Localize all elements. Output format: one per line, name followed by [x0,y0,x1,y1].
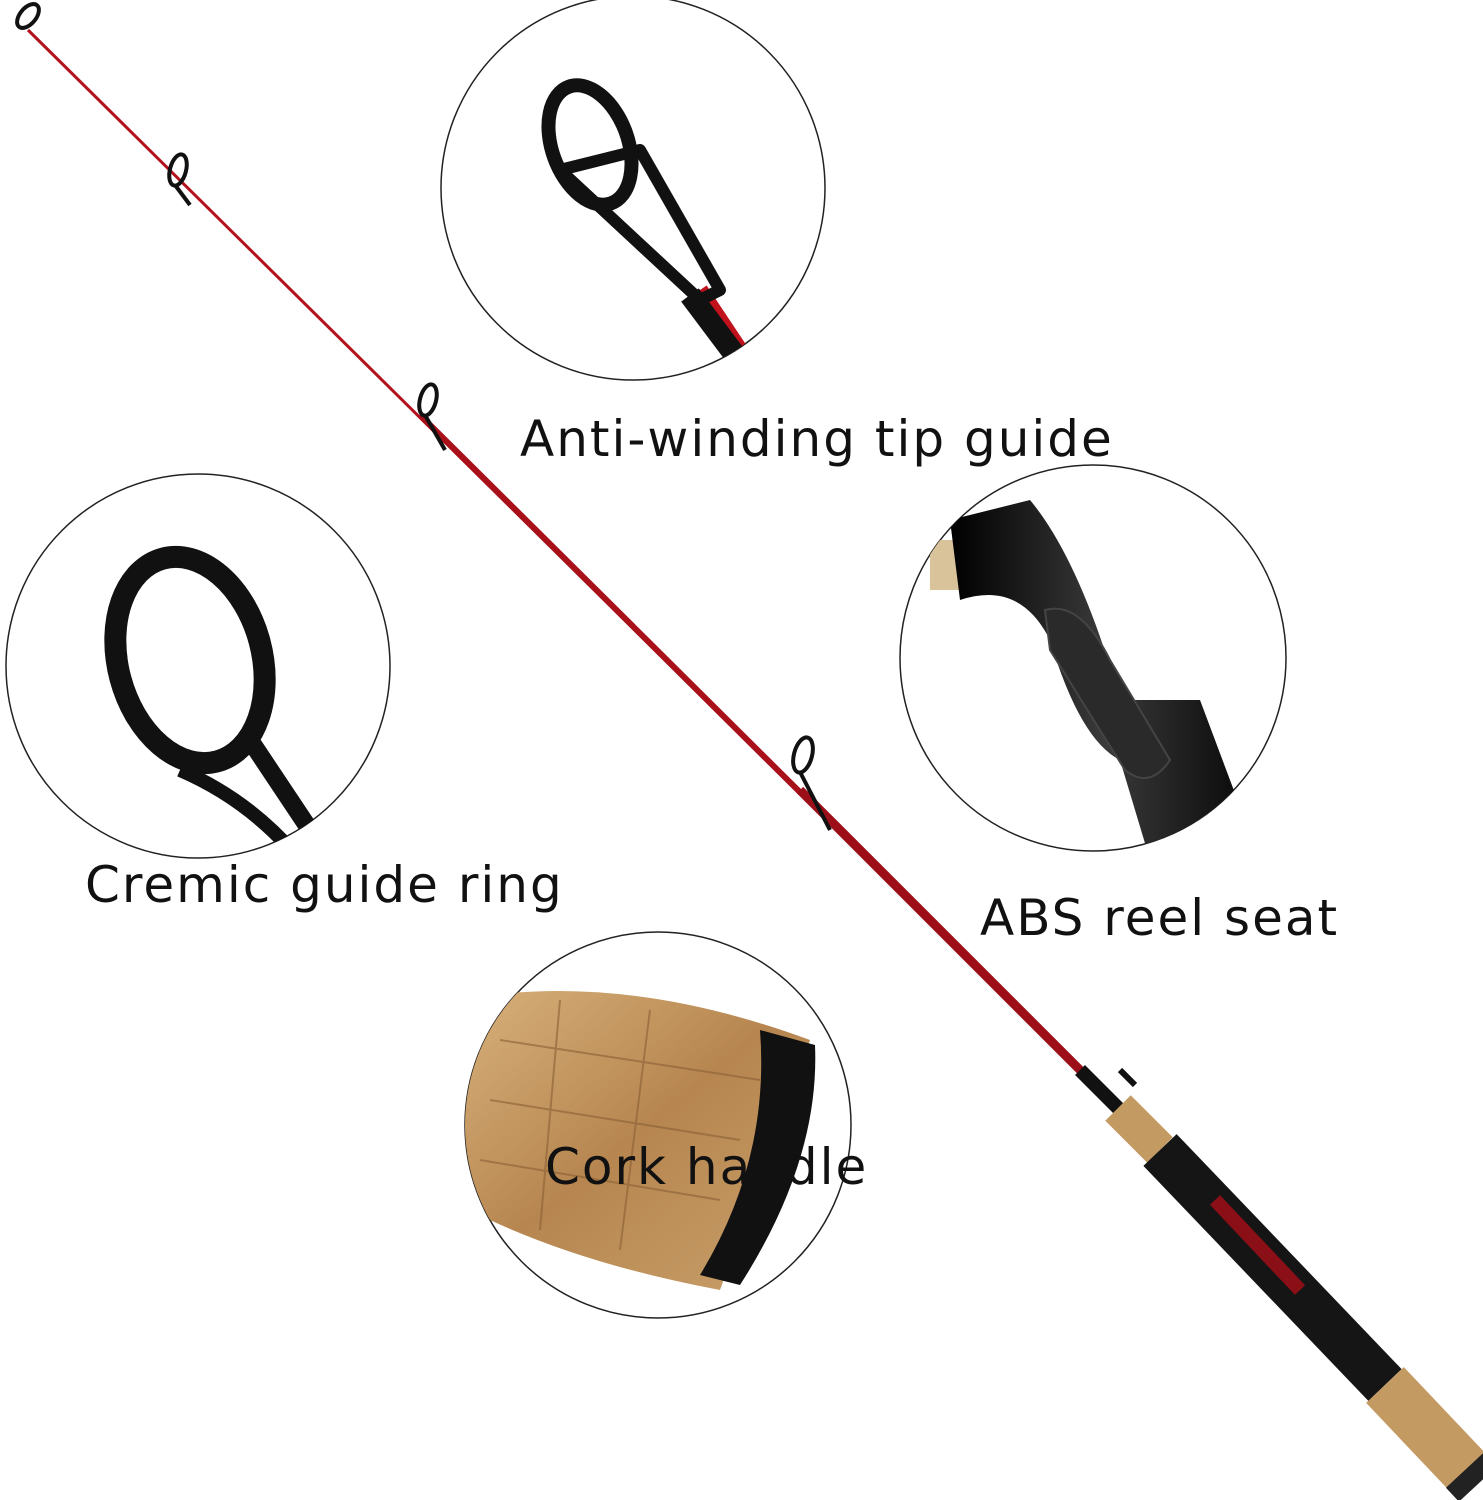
fishing-rod [15,2,1483,1500]
rod-guide [167,152,832,831]
rod-guide-tip [15,2,41,30]
callout-circle-cork-handle [464,931,852,1319]
callout-label-guide-ring: Cremic guide ring [85,856,564,914]
callout-label-cork-handle: Cork handle [545,1138,869,1196]
callout-circle-reel-seat [899,464,1287,852]
callout-label-reel-seat: ABS reel seat [980,889,1340,947]
rod-handle [1075,1065,1483,1500]
callout-label-tip-guide: Anti-winding tip guide [520,410,1114,468]
callout-circle-guide-ring [5,473,391,859]
callout-circle-tip-guide [440,0,826,381]
